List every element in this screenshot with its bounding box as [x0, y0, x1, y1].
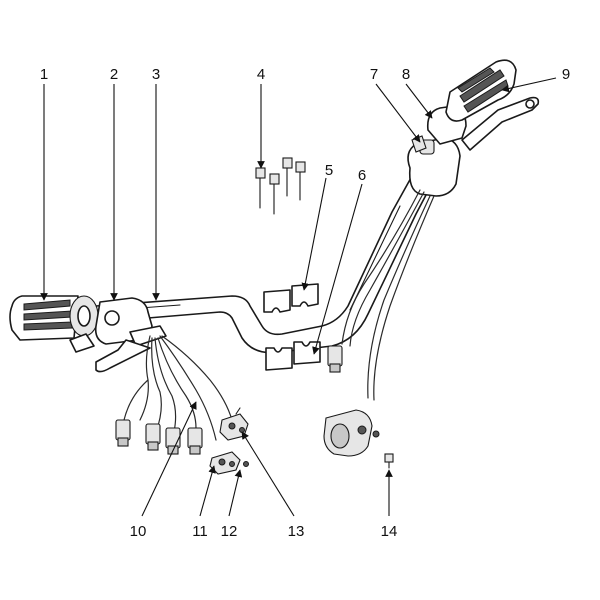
part-label-3: 3 [152, 66, 160, 83]
front-brake-lever [461, 96, 540, 151]
bolt-3 [282, 157, 293, 197]
leader-8 [405, 83, 433, 119]
bolt-2 [269, 173, 280, 215]
right-control-housing [407, 105, 467, 197]
caliper-bolt [384, 453, 394, 469]
throttle-grip [445, 59, 517, 122]
leader-13 [241, 431, 295, 517]
connector-a [115, 419, 131, 447]
lower-clamp-left [265, 347, 293, 371]
bolt-4 [295, 161, 306, 201]
part-label-12: 12 [221, 523, 238, 540]
leader-7 [375, 83, 421, 143]
leader-9 [501, 77, 557, 93]
left-control-housing [69, 297, 167, 373]
upper-clamp-right [291, 283, 319, 307]
part-label-7: 7 [370, 66, 378, 83]
part-label-13: 13 [288, 523, 305, 540]
leader-6 [312, 183, 363, 355]
part-label-11: 11 [192, 523, 208, 540]
part-label-8: 8 [402, 66, 410, 83]
part-label-9: 9 [562, 66, 570, 83]
switch-assembly-upper [219, 407, 249, 441]
part-label-5: 5 [325, 162, 333, 179]
part-label-6: 6 [358, 167, 366, 184]
connector-d [187, 427, 203, 455]
clamp-bolts [255, 157, 306, 215]
part-label-10: 10 [130, 523, 147, 540]
switch-assembly-lower [209, 451, 249, 475]
part-label-14: 14 [381, 523, 398, 540]
right-cables [327, 189, 435, 401]
part-label-1: 1 [40, 66, 48, 83]
leader-12 [228, 469, 243, 517]
leader-10 [141, 401, 197, 517]
left-grip [9, 295, 99, 341]
leader-lines [40, 77, 557, 517]
brake-switch-connector [327, 345, 343, 373]
brake-caliper [323, 409, 380, 457]
part-label-2: 2 [110, 66, 118, 83]
connector-b [145, 423, 161, 451]
upper-clamp-left [263, 289, 291, 313]
bolt-1 [255, 167, 266, 209]
part-label-4: 4 [257, 66, 265, 83]
leader-5 [301, 177, 327, 291]
part-labels: 1 2 3 4 5 6 7 8 9 10 11 12 13 14 [40, 66, 570, 540]
leader-11 [199, 465, 216, 517]
